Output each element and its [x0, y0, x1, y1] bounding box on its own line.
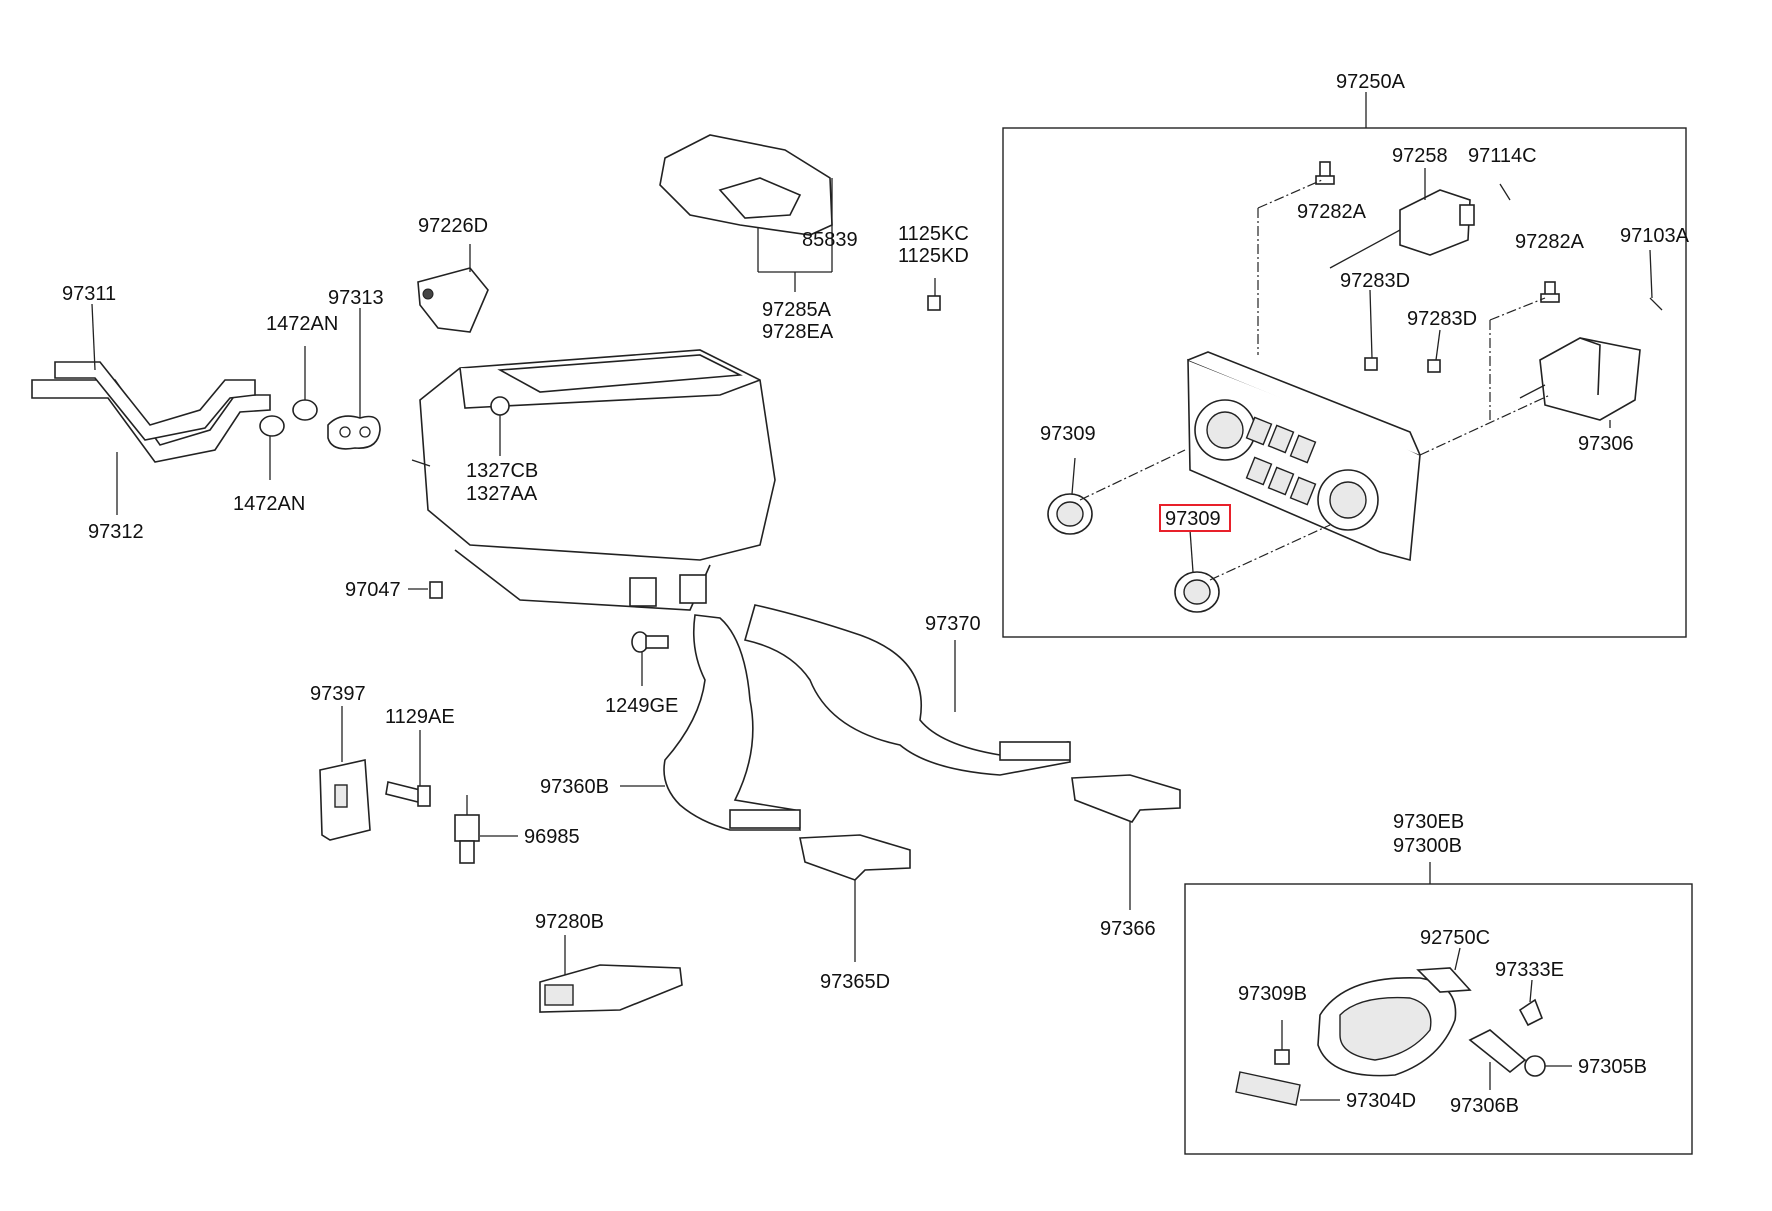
label-97258: 97258: [1392, 145, 1448, 167]
label-97226D: 97226D: [418, 215, 488, 237]
knob-97309-left: [1047, 493, 1093, 535]
screw-97103A: [1649, 297, 1663, 311]
label-97309-1: 97309: [1040, 423, 1096, 445]
label-97280B: 97280B: [535, 911, 604, 933]
bracket-97397-part: 97397: [310, 683, 371, 841]
label-97114C: 97114C: [1468, 145, 1537, 167]
cap-97305B-part: 97305B: [1524, 1055, 1647, 1078]
screw-97282A-right: [1540, 281, 1560, 303]
control-panel-part: [1187, 351, 1421, 562]
label-97305B: 97305B: [1578, 1056, 1647, 1078]
screw-1249GE-part: 1249GE: [605, 631, 678, 717]
duct-97370-part: 97370: [743, 604, 1071, 776]
label-85839: 85839: [802, 229, 858, 251]
resistor-97280B-part: 97280B: [535, 911, 683, 1013]
label-97366: 97366: [1100, 918, 1156, 940]
vent-97365D-part: 97365D: [799, 834, 911, 993]
bracket-97285A-part: 85839 97285A 9728EA: [659, 134, 858, 343]
label-97282A-1: 97282A: [1297, 201, 1367, 223]
label-1125KC: 1125KC: [898, 223, 969, 245]
rear-panel-part: [1317, 977, 1457, 1077]
label-97300B: 97300B: [1393, 835, 1462, 857]
label-9730EB: 9730EB: [1393, 811, 1464, 833]
label-1129AE: 1129AE: [385, 706, 455, 728]
sensor-96985-part: 96985: [454, 795, 580, 864]
rear-control-group: 9730EB 97300B 92750C 97333E 97306B 97305…: [1184, 811, 1693, 1155]
label-97365D: 97365D: [820, 971, 890, 993]
control-assembly-box: [1002, 127, 1687, 638]
label-97285A: 97285A: [762, 299, 832, 321]
label-92750C: 92750C: [1420, 927, 1490, 949]
screw-97114C: [1499, 183, 1511, 201]
knob-97306B-part: 97306B: [1450, 1029, 1527, 1117]
label-97360B: 97360B: [540, 776, 609, 798]
highlighted-part-box: [1159, 504, 1231, 532]
label-97103A: 97103A: [1620, 225, 1690, 247]
label-97250A: 97250A: [1336, 71, 1406, 93]
label-1327AA: 1327AA: [466, 483, 538, 505]
bolt-1129AE-part: 1129AE: [385, 706, 455, 807]
button-97309B-part: 97309B: [1238, 983, 1307, 1065]
label-97370: 97370: [925, 613, 981, 635]
label-97333E: 97333E: [1495, 959, 1564, 981]
heater-unit-part: 1327CB 1327AA: [411, 349, 776, 611]
label-1249GE: 1249GE: [605, 695, 678, 717]
label-97309B: 97309B: [1238, 983, 1307, 1005]
label-1327CB: 1327CB: [466, 460, 538, 482]
screw-97283D-2: [1427, 359, 1441, 373]
duct-97360B-part: 97360B: [540, 614, 802, 831]
label-97047: 97047: [345, 579, 401, 601]
rear-control-box: [1184, 883, 1693, 1155]
actuator-97226D-part: 97226D: [417, 215, 489, 333]
label-96985: 96985: [524, 826, 580, 848]
screw-97282A-top: [1315, 161, 1335, 185]
label-97309-2: 97309: [1165, 508, 1221, 530]
clamp-1472AN-upper: 1472AN: [266, 313, 338, 421]
actuator-motor-part: [1329, 189, 1475, 269]
label-9728EA: 9728EA: [762, 321, 834, 343]
grommet-97313-part: 97313: [327, 287, 384, 450]
screw-97283D-1: [1364, 357, 1378, 371]
label-97306B: 97306B: [1450, 1095, 1519, 1117]
label-97312: 97312: [88, 521, 144, 543]
label-97304D: 97304D: [1346, 1090, 1416, 1112]
actuator-box-part: [1519, 337, 1641, 421]
label-97306: 97306: [1578, 433, 1634, 455]
tab-92750C-part: 92750C: [1416, 927, 1490, 993]
bolt-1125KC-part: 1125KC 1125KD: [898, 223, 969, 311]
label-97283D-1: 97283D: [1340, 270, 1410, 292]
label-1472AN-1: 1472AN: [266, 313, 338, 335]
label-97397: 97397: [310, 683, 366, 705]
label-1472AN-2: 1472AN: [233, 493, 305, 515]
label-97311: 97311: [62, 283, 116, 305]
label-1125KD: 1125KD: [898, 245, 969, 267]
clip-97047-part: 97047: [345, 579, 443, 601]
label-97313: 97313: [328, 287, 384, 309]
grille-97304D-part: 97304D: [1235, 1071, 1416, 1112]
control-assembly-group: 97250A 97258 97114C 97282A 97282A 97103A…: [1002, 71, 1690, 638]
vent-97366-part: 97366: [1071, 774, 1181, 940]
heater-pipes-part: 97311 97312: [31, 283, 271, 543]
clamp-1472AN-lower: 1472AN: [233, 415, 305, 515]
label-97282A-2: 97282A: [1515, 231, 1585, 253]
spring-97333E-part: 97333E: [1495, 959, 1564, 1027]
knob-97309-right: [1174, 571, 1220, 613]
label-97283D-2: 97283D: [1407, 308, 1477, 330]
